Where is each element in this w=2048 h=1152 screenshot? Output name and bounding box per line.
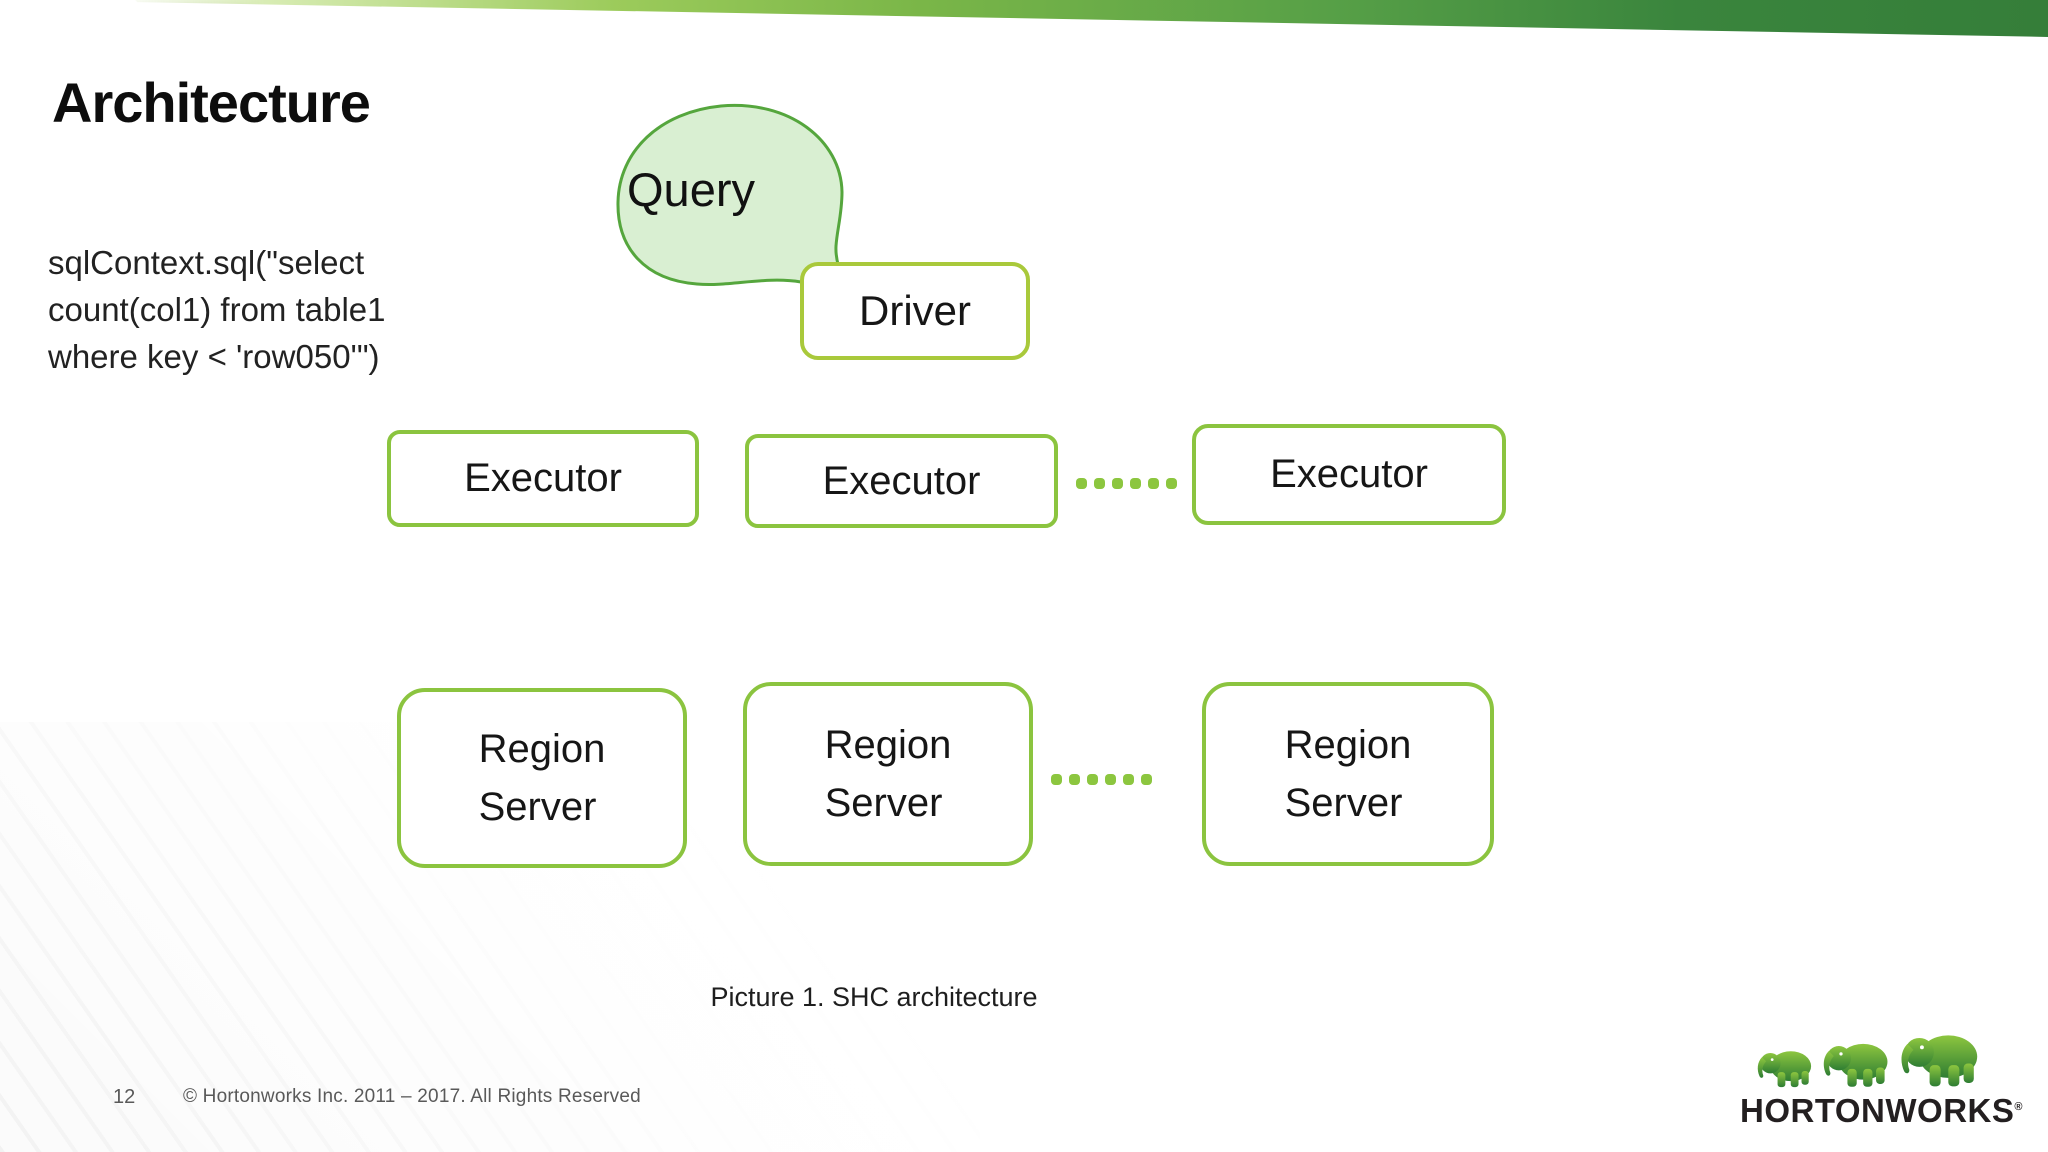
wordmark-text: HORTONWORKS — [1740, 1092, 2015, 1129]
region-server-label: Region Server — [1284, 723, 1412, 825]
dot — [1076, 478, 1087, 489]
region-server-label: Region Server — [824, 723, 952, 825]
region-server-label: Region Server — [478, 727, 606, 829]
region-server-node-2: Region Server — [743, 682, 1033, 866]
region-server-node-1: Region Server — [397, 688, 687, 868]
top-accent-band — [135, 0, 2048, 37]
page-number: 12 — [113, 1086, 136, 1108]
hortonworks-logo: HORTONWORKS® — [1740, 1024, 2023, 1129]
hortonworks-elephants-icon — [1757, 1035, 1978, 1088]
query-label: Query — [627, 163, 755, 216]
figure-caption: Picture 1. SHC architecture — [710, 982, 1038, 1012]
page-title: Architecture — [52, 71, 371, 134]
driver-node: Driver — [800, 262, 1030, 360]
region-server-node-3: Region Server — [1202, 682, 1494, 866]
dot — [1051, 774, 1062, 785]
dot — [1105, 774, 1116, 785]
dot — [1130, 478, 1141, 489]
copyright-text: © Hortonworks Inc. 2011 – 2017. All Righ… — [183, 1086, 641, 1107]
dot — [1112, 478, 1123, 489]
sql-code-snippet: sqlContext.sql("select count(col1) from … — [48, 244, 386, 375]
dot — [1166, 478, 1177, 489]
ellipsis-dots-executors — [1076, 478, 1177, 489]
dot — [1094, 478, 1105, 489]
dot — [1069, 774, 1080, 785]
driver-label: Driver — [859, 287, 971, 334]
executor-node-3: Executor — [1192, 424, 1506, 525]
ellipsis-dots-region-servers — [1051, 774, 1152, 785]
executor-label: Executor — [822, 458, 981, 503]
dot — [1087, 774, 1098, 785]
executor-node-2: Executor — [745, 434, 1058, 528]
dot — [1148, 478, 1159, 489]
executor-label: Executor — [464, 456, 622, 500]
executor-label: Executor — [1270, 452, 1428, 496]
executor-node-1: Executor — [387, 430, 699, 527]
hortonworks-wordmark: HORTONWORKS® — [1740, 1093, 2023, 1129]
registered-mark: ® — [2014, 1101, 2023, 1113]
dot — [1141, 774, 1152, 785]
dot — [1123, 774, 1134, 785]
